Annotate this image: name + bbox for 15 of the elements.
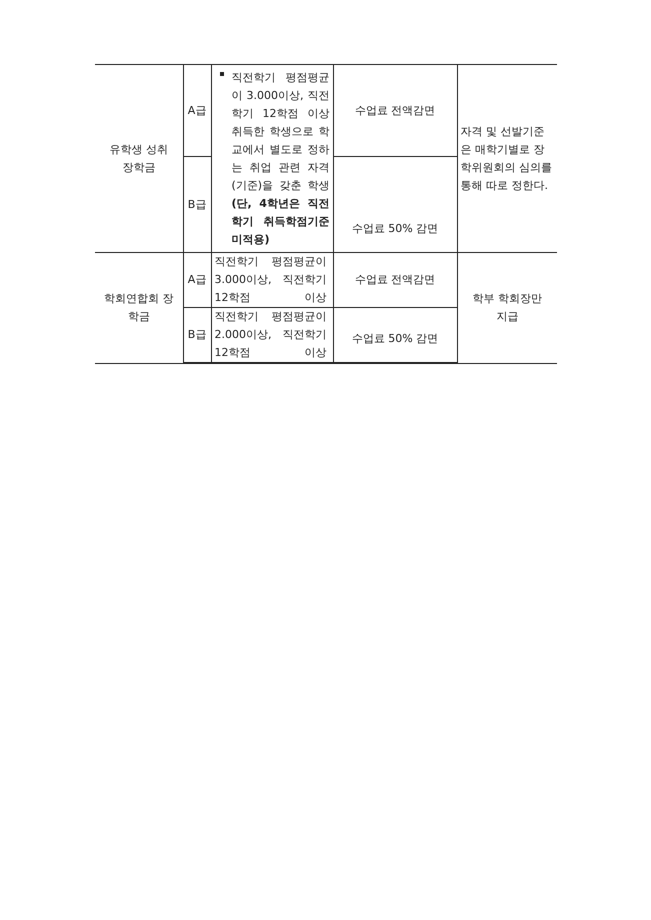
benefit-text: 수업료 전액감면	[354, 272, 436, 288]
grade-label: A급	[188, 272, 206, 288]
scholarship-name: 학회연합회 장학금	[104, 290, 174, 325]
benefit-text: 수업료 50% 감면	[352, 221, 438, 237]
note-text: 학부 학회장만 지급	[472, 290, 542, 325]
grade-label: B급	[188, 196, 206, 212]
scholarship-name: 유학생 성취장학금	[108, 142, 169, 176]
criteria-text: 직전학기 평점평균이 3.000이상, 직전학기 12학점 이상	[214, 254, 326, 306]
benefit-text: 수업료 50% 감면	[352, 331, 438, 347]
grade-label: A급	[188, 102, 206, 118]
criteria-text: 직전학기 평점평균이 2.000이상, 직전학기 12학점 이상	[214, 309, 326, 361]
note-text: 자격 및 선발기준은 매학기별로 장학위원회의 심의를 통해 따로 정한다.	[460, 124, 552, 194]
benefit-text: 수업료 전액감면	[354, 102, 436, 118]
grade-label: B급	[188, 327, 206, 343]
criteria-text: 직전학기 평점평균이 3.000이상, 직전학기 12학점 이상 취득한 학생으로 학교에서 별도로 정하는 취업 관련 자격(기준)을 갖춘 학생 (단, 4학년은 직전학기 취득학점기준 미적용)	[232, 70, 330, 248]
